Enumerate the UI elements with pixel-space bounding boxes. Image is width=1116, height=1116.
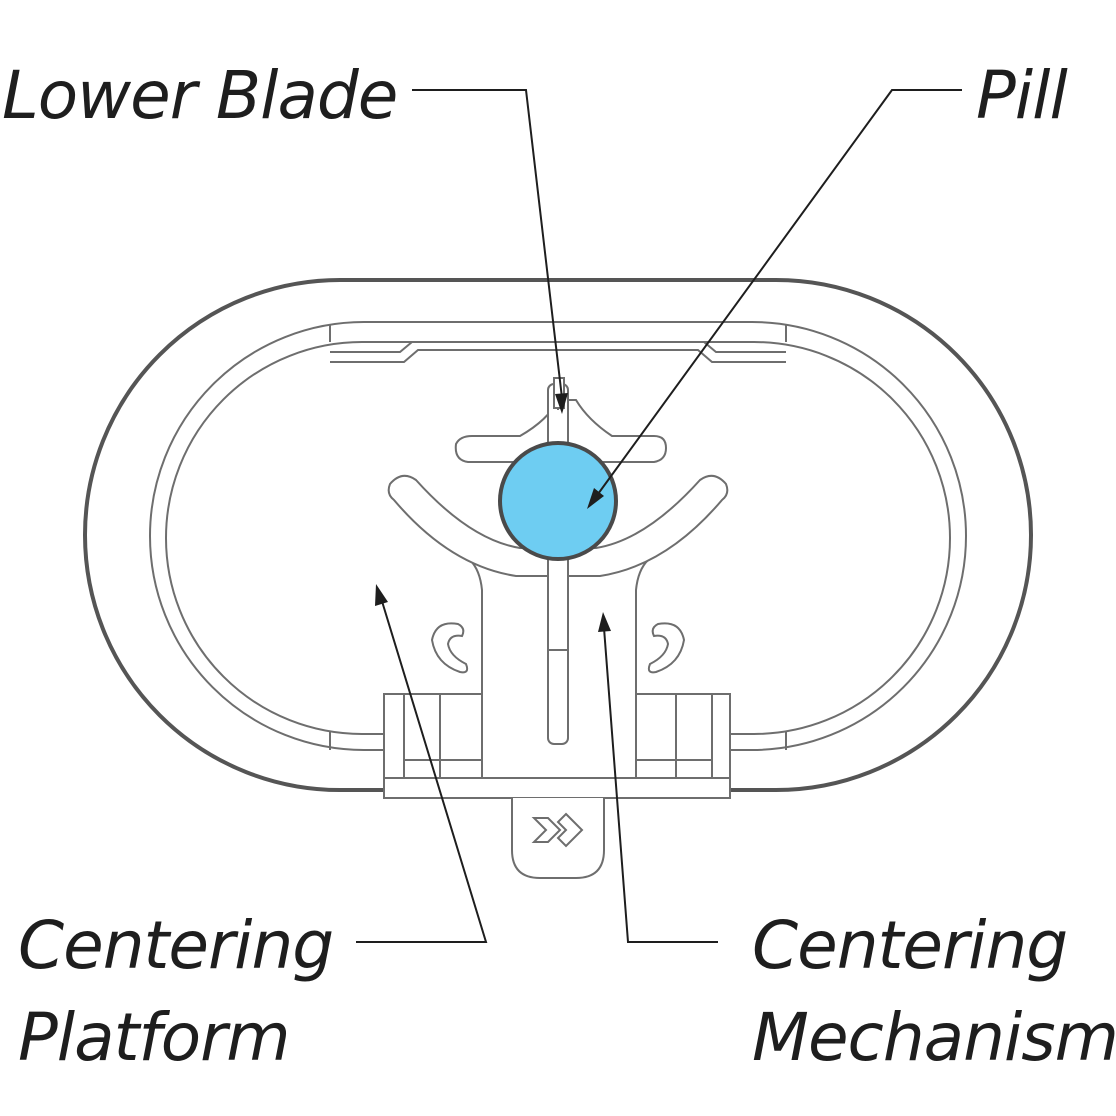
pill — [498, 441, 618, 561]
chevron-x-logo-icon — [531, 812, 584, 848]
label-pill: Pill — [976, 57, 1068, 134]
leader-pill — [587, 89, 962, 509]
label-centering-platform-line2: Platform — [18, 999, 290, 1076]
label-centering-platform-line1: Centering — [18, 907, 333, 984]
right-clip — [647, 622, 686, 674]
v-arms — [387, 474, 729, 577]
top-channel — [330, 341, 786, 353]
label-lower-blade: Lower Blade — [2, 57, 397, 134]
label-centering-mechanism-line1: Centering — [752, 907, 1067, 984]
left-clip — [430, 622, 469, 674]
rim-ticks — [329, 324, 787, 750]
pill-shape — [498, 441, 618, 561]
leader-centering-platform — [356, 584, 488, 943]
label-centering-mechanism-line2: Mechanism — [752, 999, 1116, 1076]
leader-centering-mechanism — [598, 612, 718, 943]
leader-lower-blade — [412, 89, 568, 414]
top-channel-inner — [330, 349, 786, 363]
